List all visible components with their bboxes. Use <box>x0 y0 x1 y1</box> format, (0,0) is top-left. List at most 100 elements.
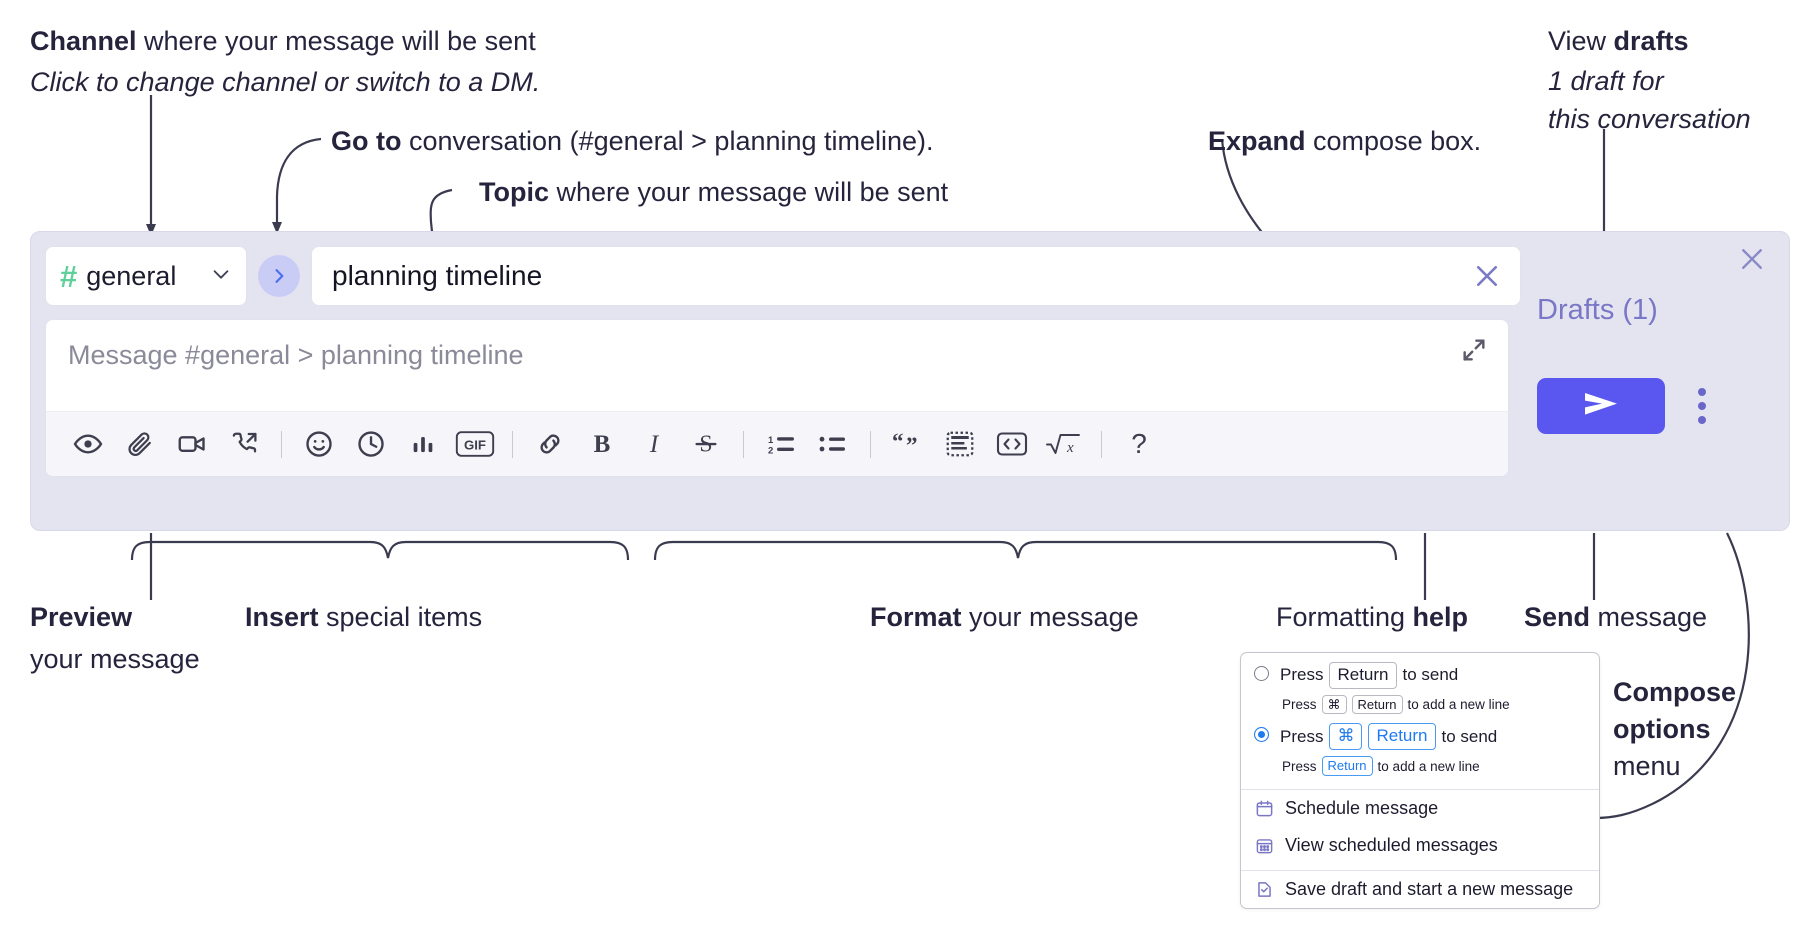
annotation-channel: Channel where your message will be sent … <box>30 24 540 99</box>
annotation-help-lead: Formatting <box>1276 602 1413 632</box>
kbd-key: Return <box>1321 756 1373 776</box>
math-icon[interactable]: x <box>1038 420 1090 468</box>
menu-item-label: Save draft and start a new message <box>1285 878 1574 899</box>
help-label: ? <box>1131 428 1147 459</box>
annotation-drafts: View drafts 1 draft for this conversatio… <box>1548 24 1751 136</box>
compose-options-button[interactable] <box>1689 384 1715 428</box>
svg-text:“: “ <box>892 429 904 454</box>
bar-chart-icon[interactable] <box>397 420 449 468</box>
toolbar-divider <box>1101 430 1102 458</box>
annotation-preview: Preview your message <box>30 600 200 676</box>
radio-button[interactable] <box>1254 666 1269 681</box>
gif-icon[interactable]: GIF <box>449 420 501 468</box>
annotation-compose-bold1: Compose <box>1613 677 1737 707</box>
vertical-dots-icon <box>1698 416 1706 424</box>
annotation-topic-bold: Topic <box>479 177 549 207</box>
phone-forward-icon[interactable] <box>218 420 270 468</box>
annotation-channel-italic: Click to change channel or switch to a D… <box>30 67 541 98</box>
option-post: to send <box>1402 665 1459 685</box>
annotation-send-rest: message <box>1590 602 1708 632</box>
kbd-key: Return <box>1329 662 1397 689</box>
menu-item[interactable]: View scheduled messages <box>1241 827 1599 864</box>
svg-text:GIF: GIF <box>464 437 486 452</box>
link-icon[interactable] <box>524 420 576 468</box>
kbd-key: ⌘ <box>1321 694 1347 715</box>
annotation-send: Send message <box>1524 600 1707 634</box>
svg-text:I: I <box>649 431 660 458</box>
goto-conversation-button[interactable] <box>258 255 300 297</box>
svg-text:2: 2 <box>768 446 773 457</box>
annotation-compose-bold2: options <box>1613 714 1711 745</box>
option-pre: Press <box>1282 697 1317 713</box>
annotation-drafts-italic1: 1 draft for <box>1548 66 1664 97</box>
annotation-topic: Topic where your message will be sent <box>479 175 948 209</box>
menu-item-label: View scheduled messages <box>1285 834 1498 855</box>
menu-divider <box>1241 788 1599 790</box>
channel-name-label: general <box>86 260 177 291</box>
compose-destination-row: # general planning timeline <box>45 246 1521 306</box>
close-icon[interactable] <box>1737 244 1767 279</box>
annotation-drafts-italic2: this conversation <box>1548 104 1751 135</box>
code-icon[interactable] <box>986 420 1038 468</box>
menu-item[interactable]: Schedule message <box>1241 790 1599 827</box>
annotation-expand-rest: compose box. <box>1305 126 1482 156</box>
annotation-goto-rest: conversation (#general > planning timeli… <box>401 126 934 156</box>
compose-actions-column: Drafts (1) <box>1521 232 1789 530</box>
annotation-preview-bold: Preview <box>30 602 133 632</box>
radio-button[interactable] <box>1254 727 1269 743</box>
annotation-channel-rest: where your message will be sent <box>136 26 536 56</box>
message-input[interactable]: Message #general > planning timeline <box>46 320 1508 411</box>
calendar-grid-icon <box>1255 836 1274 855</box>
kbd-key: ⌘ <box>1329 723 1363 751</box>
menu-item[interactable]: Save draft and start a new message <box>1241 871 1599 908</box>
drafts-link[interactable]: Drafts (1) <box>1537 294 1658 326</box>
bulleted-list-icon[interactable] <box>807 420 859 468</box>
italic-icon[interactable]: I <box>628 420 680 468</box>
blockquote-icon[interactable]: “” <box>882 420 934 468</box>
annotation-insert: Insert special items <box>245 600 482 634</box>
kbd-key: Return <box>1351 694 1403 715</box>
bold-icon[interactable]: B <box>576 420 628 468</box>
menu-item-label: Schedule message <box>1285 797 1439 818</box>
annotation-goto: Go to conversation (#general > planning … <box>331 124 934 158</box>
formatting-help-button[interactable]: ? <box>1113 420 1165 468</box>
hash-icon: # <box>60 258 78 294</box>
code-block-icon[interactable] <box>934 420 986 468</box>
annotation-format: Format your message <box>870 600 1139 634</box>
channel-selector[interactable]: # general <box>45 246 247 306</box>
emoji-smiley-icon[interactable] <box>293 420 345 468</box>
paperclip-icon[interactable] <box>114 420 166 468</box>
strikethrough-icon[interactable]: S <box>680 420 732 468</box>
message-box: Message #general > planning timeline <box>45 319 1509 477</box>
topic-input[interactable]: planning timeline <box>311 246 1521 306</box>
annotation-format-rest: your message <box>961 602 1139 632</box>
preview-icon[interactable] <box>62 420 114 468</box>
close-icon[interactable] <box>1472 261 1502 291</box>
clock-icon[interactable] <box>345 420 397 468</box>
option-pre: Press <box>1282 758 1317 774</box>
document-check-icon <box>1255 880 1274 899</box>
toolbar-divider <box>870 430 871 458</box>
vertical-dots-icon <box>1698 402 1706 410</box>
option-post: to add a new line <box>1377 758 1480 774</box>
annotation-compose-rest: menu <box>1613 751 1681 782</box>
annotation-topic-rest: where your message will be sent <box>549 177 949 207</box>
video-camera-icon[interactable] <box>166 420 218 468</box>
compose-main-column: # general planning timeline Message #gen… <box>31 232 1521 477</box>
annotation-expand: Expand compose box. <box>1208 124 1481 158</box>
option-post: to add a new line <box>1407 697 1510 713</box>
expand-icon[interactable] <box>1460 336 1488 369</box>
annotation-expand-bold: Expand <box>1208 126 1306 156</box>
annotation-help-bold: help <box>1412 602 1469 632</box>
send-button[interactable] <box>1537 378 1665 434</box>
